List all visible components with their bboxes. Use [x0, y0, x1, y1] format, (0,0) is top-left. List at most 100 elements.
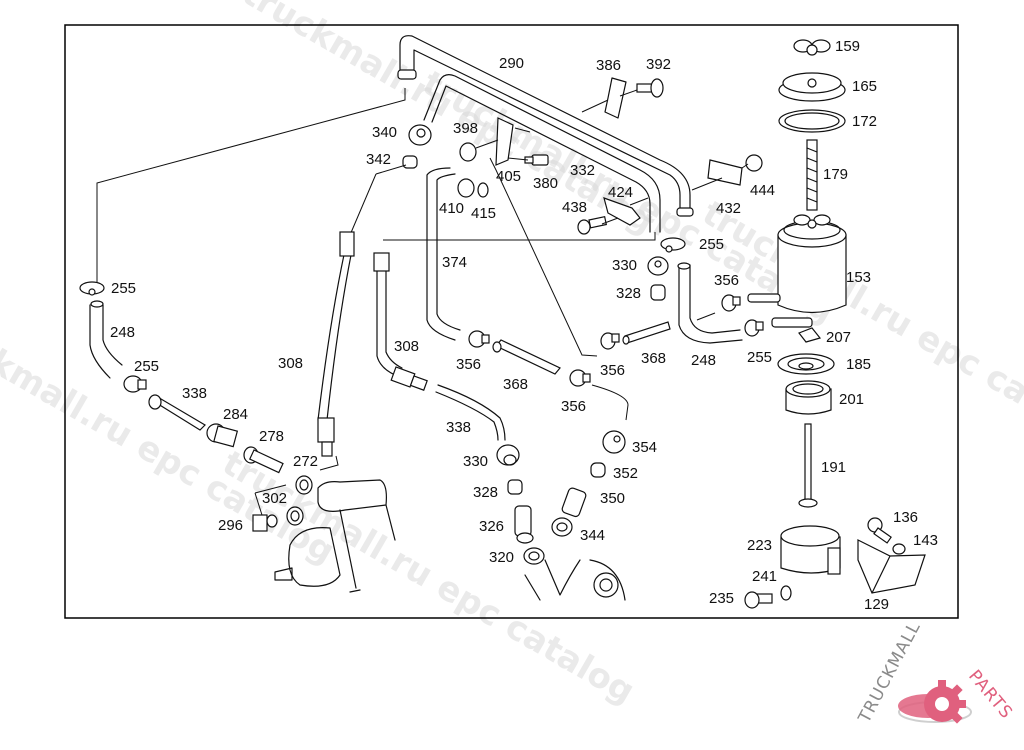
callout-255-mid[interactable]: 255 — [134, 358, 159, 375]
hose-308-right[interactable] — [373, 252, 428, 391]
callout-354[interactable]: 354 — [632, 439, 657, 456]
callout-241[interactable]: 241 — [752, 568, 777, 585]
callout-272[interactable]: 272 — [293, 453, 318, 470]
callout-330-center[interactable]: 330 — [463, 453, 488, 470]
clip-207[interactable] — [798, 327, 822, 343]
clamp-255-filter[interactable] — [744, 319, 764, 337]
nut-340[interactable] — [408, 124, 432, 146]
callout-296[interactable]: 296 — [218, 517, 243, 534]
fuel-pipe-332[interactable] — [423, 74, 661, 233]
callout-415[interactable]: 415 — [471, 205, 496, 222]
callout-255-filter[interactable]: 255 — [747, 349, 772, 366]
olive-328-center[interactable] — [507, 479, 523, 495]
callout-223[interactable]: 223 — [747, 537, 772, 554]
wing-nut-159[interactable] — [793, 39, 831, 56]
callout-302[interactable]: 302 — [262, 490, 287, 507]
callout-392[interactable]: 392 — [646, 56, 671, 73]
callout-386[interactable]: 386 — [596, 57, 621, 74]
bolt-136[interactable] — [867, 517, 892, 544]
callout-424[interactable]: 424 — [608, 184, 633, 201]
callout-344[interactable]: 344 — [580, 527, 605, 544]
callout-350[interactable]: 350 — [600, 490, 625, 507]
clamp-356-left[interactable] — [468, 330, 490, 348]
callout-356-filter[interactable]: 356 — [714, 272, 739, 289]
bolt-392[interactable] — [636, 78, 664, 98]
callout-159[interactable]: 159 — [835, 38, 860, 55]
spring-179[interactable] — [806, 139, 818, 211]
pipe-374[interactable] — [426, 167, 461, 341]
hose-368-right[interactable] — [622, 321, 671, 345]
washer-320[interactable] — [523, 547, 545, 565]
hose-248-left[interactable] — [89, 300, 123, 379]
callout-235[interactable]: 235 — [709, 590, 734, 607]
callout-143[interactable]: 143 — [913, 532, 938, 549]
element-201[interactable] — [785, 380, 832, 415]
callout-368-center[interactable]: 368 — [503, 376, 528, 393]
clamp-255-mid[interactable] — [123, 375, 147, 393]
callout-342[interactable]: 342 — [366, 151, 391, 168]
olive-352[interactable] — [590, 462, 606, 478]
callout-179[interactable]: 179 — [823, 166, 848, 183]
nut-398[interactable] — [459, 142, 477, 162]
plate-185[interactable] — [777, 353, 835, 375]
callout-165[interactable]: 165 — [852, 78, 877, 95]
bracket-405[interactable] — [495, 117, 514, 166]
clamp-356-center[interactable] — [569, 369, 591, 387]
clamp-356-filter[interactable] — [721, 294, 741, 312]
fitting-350[interactable] — [561, 487, 587, 518]
cover-165[interactable] — [778, 72, 846, 102]
callout-405[interactable]: 405 — [496, 168, 521, 185]
washer-272[interactable] — [295, 475, 313, 495]
clamp-255-top[interactable] — [660, 237, 686, 253]
callout-338-center[interactable]: 338 — [446, 419, 471, 436]
olive-342[interactable] — [402, 155, 418, 169]
bracket-129[interactable] — [857, 539, 926, 594]
callout-191[interactable]: 191 — [821, 459, 846, 476]
callout-172[interactable]: 172 — [852, 113, 877, 130]
callout-444[interactable]: 444 — [750, 182, 775, 199]
callout-432[interactable]: 432 — [716, 200, 741, 217]
callout-248-right[interactable]: 248 — [691, 352, 716, 369]
callout-278[interactable]: 278 — [259, 428, 284, 445]
callout-326[interactable]: 326 — [479, 518, 504, 535]
callout-153[interactable]: 153 — [846, 269, 871, 286]
filter-housing-153[interactable] — [747, 214, 847, 328]
callout-308-left[interactable]: 308 — [278, 355, 303, 372]
clamp-356-right[interactable] — [600, 332, 620, 350]
nut-330-right[interactable] — [647, 256, 669, 276]
washer-302[interactable] — [286, 506, 304, 526]
strap-223[interactable] — [780, 525, 841, 575]
callout-338-left[interactable]: 338 — [182, 385, 207, 402]
callout-284[interactable]: 284 — [223, 406, 248, 423]
callout-368-right[interactable]: 368 — [641, 350, 666, 367]
seal-ring-172[interactable] — [778, 109, 846, 133]
nut-444[interactable] — [745, 154, 763, 172]
washer-241[interactable] — [780, 585, 792, 601]
callout-328-center[interactable]: 328 — [473, 484, 498, 501]
fuel-pipe-290[interactable] — [397, 35, 694, 217]
fitting-380[interactable] — [524, 154, 549, 166]
callout-374[interactable]: 374 — [442, 254, 467, 271]
callout-320[interactable]: 320 — [489, 549, 514, 566]
washer-415[interactable] — [477, 182, 489, 198]
callout-185[interactable]: 185 — [846, 356, 871, 373]
fitting-284[interactable] — [206, 423, 239, 448]
bolt-191[interactable] — [798, 423, 818, 508]
bracket-386[interactable] — [604, 77, 627, 119]
screw-438[interactable] — [577, 215, 608, 235]
hose-338-left[interactable] — [148, 394, 206, 431]
hose-248-right[interactable] — [677, 262, 743, 344]
callout-340[interactable]: 340 — [372, 124, 397, 141]
callout-438[interactable]: 438 — [562, 199, 587, 216]
callout-356-center[interactable]: 356 — [561, 398, 586, 415]
callout-129[interactable]: 129 — [864, 596, 889, 613]
callout-255-top[interactable]: 255 — [699, 236, 724, 253]
callout-332[interactable]: 332 — [570, 162, 595, 179]
bolt-235[interactable] — [744, 591, 773, 609]
callout-136[interactable]: 136 — [893, 509, 918, 526]
callout-330-right[interactable]: 330 — [612, 257, 637, 274]
washer-143[interactable] — [892, 543, 906, 555]
callout-328-right[interactable]: 328 — [616, 285, 641, 302]
nut-330-center[interactable] — [496, 444, 520, 466]
nut-410[interactable] — [457, 178, 475, 198]
